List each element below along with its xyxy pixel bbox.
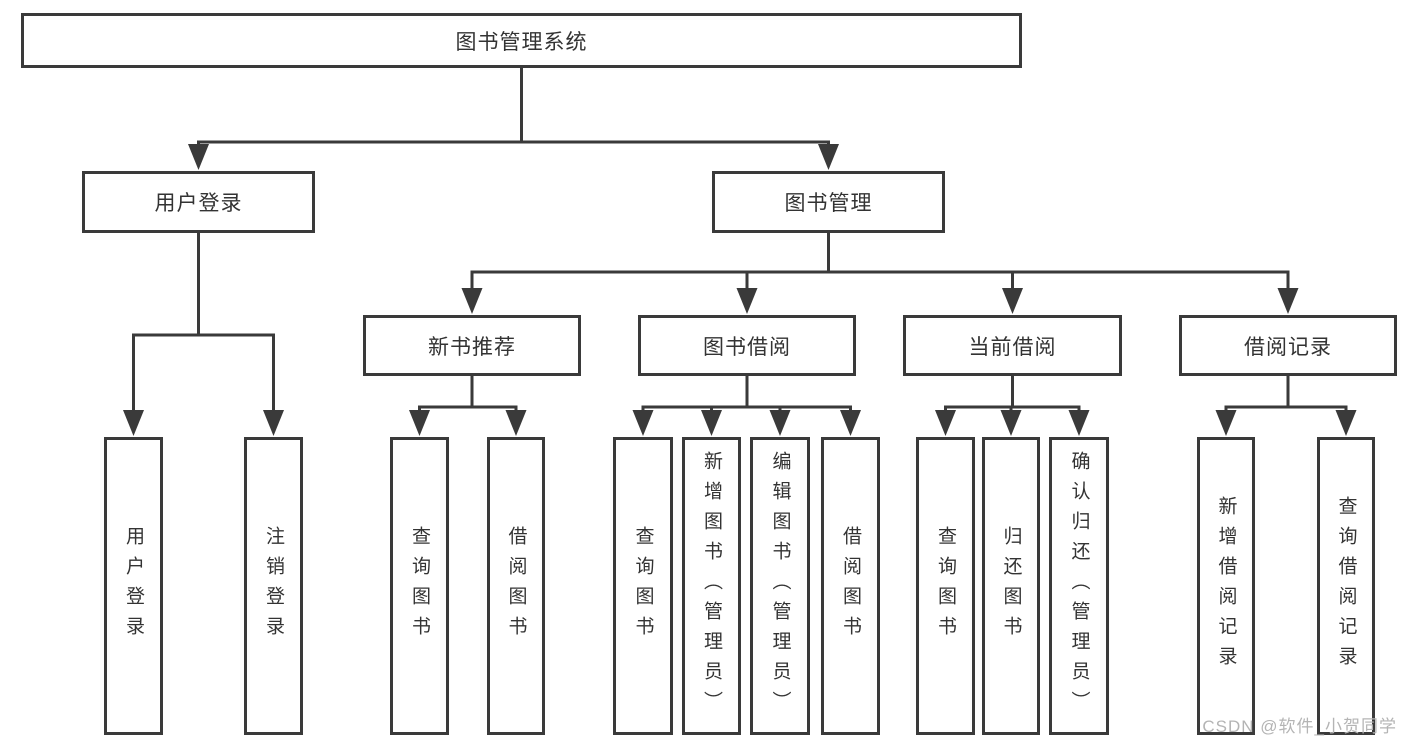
leaf-add-book-admin: 新增图书（管理员） [682,437,741,735]
node-current-borrow: 当前借阅 [903,315,1122,376]
leaf-add-borrow-record: 新增借阅记录 [1197,437,1255,735]
node-label: 新增借阅记录 [1215,496,1237,676]
node-label: 注销登录 [263,526,284,646]
node-label: 借阅记录 [1244,335,1332,359]
node-label: 当前借阅 [968,335,1057,359]
leaf-logout: 注销登录 [244,437,303,735]
leaf-confirm-return-admin: 确认归还（管理员） [1049,437,1109,735]
node-label: 查询借阅记录 [1335,496,1357,676]
node-label: 查询图书 [935,526,956,646]
leaf-query-books-current: 查询图书 [916,437,975,735]
node-new-book-recommend: 新书推荐 [363,315,581,376]
leaf-query-books-recommend: 查询图书 [390,437,449,735]
leaf-borrow-books: 借阅图书 [821,437,880,735]
leaf-borrow-books-recommend: 借阅图书 [487,437,545,735]
node-library-management-system: 图书管理系统 [21,13,1022,68]
node-label: 用户登录 [154,192,243,215]
node-label: 借阅图书 [840,526,861,646]
node-label: 编辑图书（管理员） [769,451,791,721]
leaf-edit-book-admin: 编辑图书（管理员） [750,437,810,735]
node-label: 新增图书（管理员） [701,451,722,721]
node-borrow-records: 借阅记录 [1179,315,1397,376]
node-book-borrow: 图书借阅 [638,315,856,376]
csdn-watermark: CSDN @软件_小贺同学 [1202,717,1397,736]
node-user-login: 用户登录 [82,171,315,233]
node-label: 用户登录 [123,526,144,646]
node-label: 借阅图书 [505,526,527,646]
leaf-return-book: 归还图书 [982,437,1040,735]
node-label: 图书借阅 [703,335,791,359]
node-book-management: 图书管理 [712,171,945,233]
node-label: 查询图书 [632,526,654,646]
leaf-query-books-borrow: 查询图书 [613,437,673,735]
node-label: 查询图书 [409,526,430,646]
leaf-user-login: 用户登录 [104,437,163,735]
node-label: 图书管理 [784,192,873,215]
node-label: 图书管理系统 [455,30,588,54]
node-label: 确认归还（管理员） [1068,451,1090,721]
leaf-query-borrow-record: 查询借阅记录 [1317,437,1375,735]
node-label: 归还图书 [1000,526,1022,646]
node-label: 新书推荐 [428,335,516,359]
